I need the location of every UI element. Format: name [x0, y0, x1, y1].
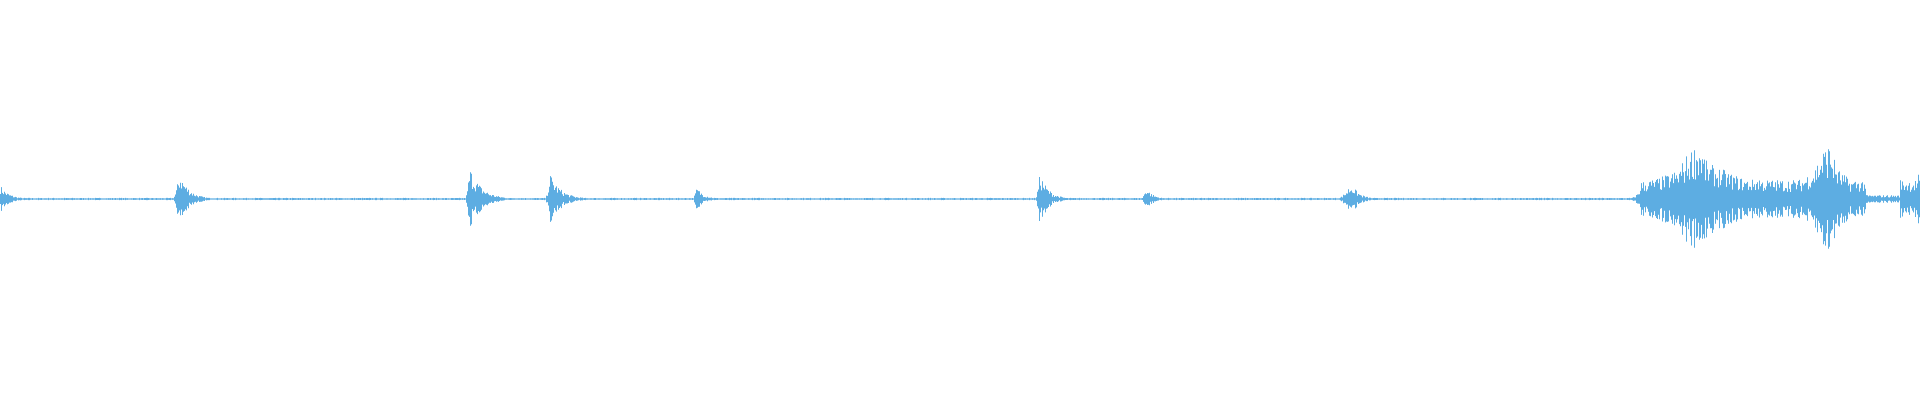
waveform-path [0, 149, 1920, 249]
